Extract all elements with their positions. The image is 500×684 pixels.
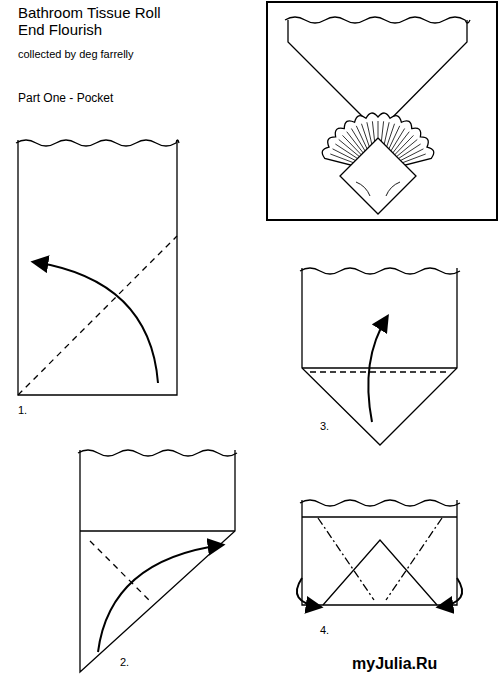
fan-pleat — [339, 139, 361, 157]
fold-line — [302, 268, 457, 445]
valley-fold — [18, 236, 177, 395]
valley-fold — [310, 371, 450, 372]
fold-arrow — [439, 578, 462, 607]
fan-pleat — [343, 135, 363, 156]
credit-note: collected by deg farrelly — [18, 48, 218, 61]
fold-line — [302, 516, 457, 517]
step-number: 2. — [120, 656, 150, 669]
fold-arrow — [368, 317, 387, 422]
result-frame — [267, 2, 497, 220]
fold-line — [18, 140, 177, 395]
mountain-fold — [318, 518, 374, 600]
torn-edge — [16, 140, 179, 146]
diagram-title: Bathroom Tissue Roll End Flourish — [18, 4, 188, 39]
pocket-crease — [356, 182, 400, 196]
fold-line — [80, 530, 235, 531]
fold-arrow — [34, 262, 158, 383]
fold-arrow — [98, 545, 222, 652]
torn-edge — [300, 500, 460, 506]
watermark: myJulia.Ru — [352, 655, 492, 673]
pocket-diamond — [340, 138, 416, 214]
fan-pleat — [391, 132, 409, 155]
fold-line — [302, 367, 457, 368]
torn-edge — [285, 17, 470, 23]
step-number: 4. — [320, 624, 350, 637]
fold-line — [302, 500, 457, 605]
step-number: 3. — [320, 420, 350, 433]
part-heading: Part One - Pocket — [18, 92, 218, 106]
fold-arrow — [297, 578, 320, 607]
mountain-fold — [386, 518, 442, 600]
torn-edge — [300, 268, 460, 274]
torn-edge — [78, 450, 237, 456]
fan-pleat — [393, 135, 413, 156]
fold-line — [80, 450, 235, 672]
step-number: 1. — [18, 404, 48, 417]
fold-line — [288, 20, 467, 132]
